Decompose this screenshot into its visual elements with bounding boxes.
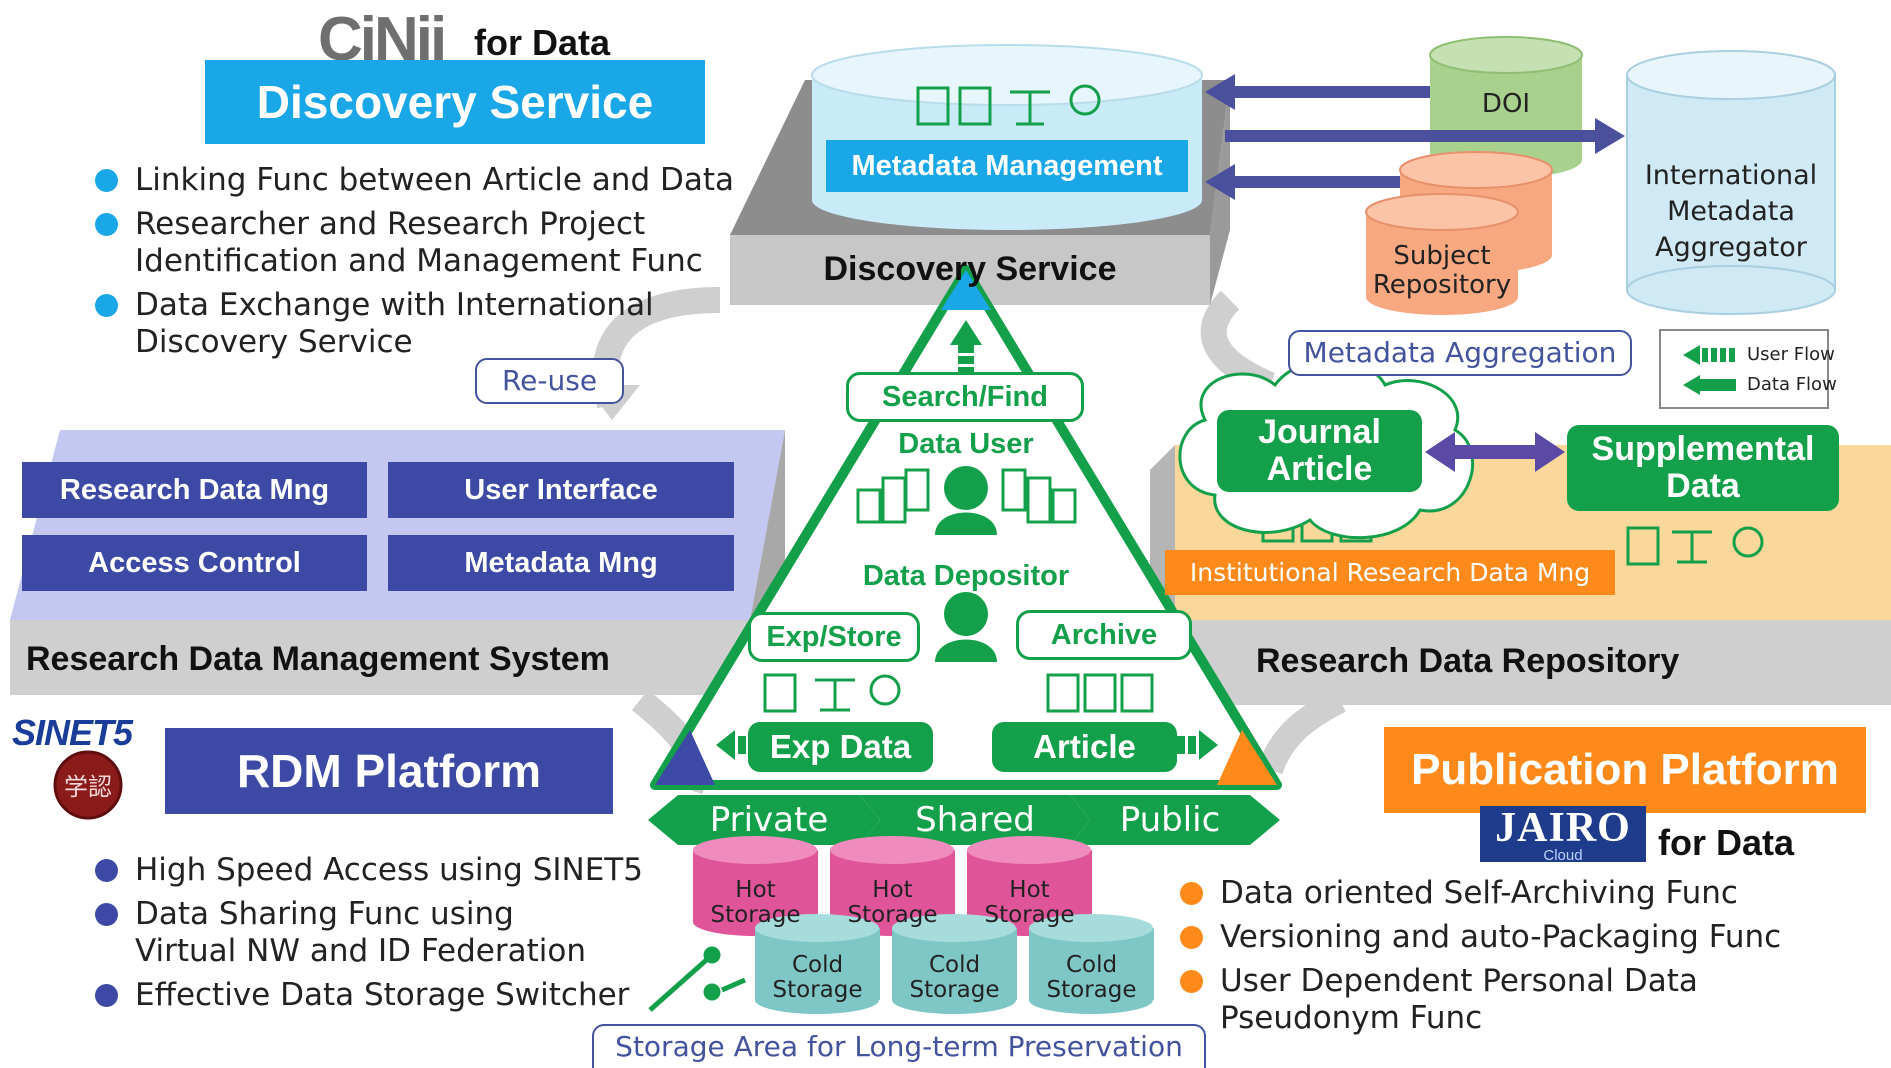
cinii-bullet: Linking Func between Article and Data bbox=[95, 162, 735, 199]
cold-storage-cylinders bbox=[755, 914, 1154, 1014]
data-depositor-label: Data Depositor bbox=[862, 560, 1070, 592]
subject-repository-label: Subject Repository bbox=[1372, 241, 1512, 300]
metadata-management-banner: Metadata Management bbox=[826, 140, 1188, 192]
journal-article-box: Journal Article bbox=[1217, 410, 1422, 492]
pub-bullet: Versioning and auto-Packaging Func bbox=[1180, 919, 1860, 956]
storage-area-callout: Storage Area for Long-term Preservation bbox=[592, 1024, 1206, 1068]
exp-data-pill: Exp Data bbox=[748, 722, 933, 772]
data-user-person-icon bbox=[935, 466, 997, 535]
journal-supplemental-arrow bbox=[1425, 432, 1565, 472]
legend-box bbox=[1659, 329, 1829, 409]
cold-storage-label: Cold Storage bbox=[1046, 952, 1137, 1004]
hot-storage-label: Hot Storage bbox=[984, 877, 1075, 929]
zone-private-label: Private bbox=[709, 800, 829, 840]
metadata-cylinder bbox=[811, 44, 1203, 230]
cinii-bullet: Data Exchange with International Discove… bbox=[95, 287, 735, 361]
repository-slab-label: Research Data Repository bbox=[1256, 642, 1680, 680]
sinet5-logo: SINET5 bbox=[12, 712, 133, 753]
rdm-bullet: Effective Data Storage Switcher bbox=[95, 977, 655, 1014]
hot-storage-cylinders bbox=[693, 836, 1092, 936]
flow-arrowheads bbox=[1205, 74, 1625, 200]
cinii-bullet: Researcher and Research Project Identifi… bbox=[95, 206, 735, 280]
intl-aggregator-cylinder bbox=[1626, 50, 1836, 315]
cinii-bullet-list: Linking Func between Article and Data Re… bbox=[95, 162, 735, 368]
intl-aggregator-label: International Metadata Aggregator bbox=[1644, 160, 1818, 263]
jairo-suffix: for Data bbox=[1658, 822, 1795, 863]
gakunin-seal-label: 学認 bbox=[64, 773, 112, 801]
cold-storage-label: Cold Storage bbox=[909, 952, 1000, 1004]
rdms-slab-label: Research Data Management System bbox=[26, 640, 610, 678]
pub-bullet-list: Data oriented Self-Archiving Func Versio… bbox=[1180, 875, 1860, 1044]
article-arrow-icon bbox=[1177, 730, 1218, 760]
doc-scale-icons-exp bbox=[763, 673, 901, 713]
data-user-label: Data User bbox=[898, 428, 1034, 460]
doc-scale-icons-metadata bbox=[916, 84, 1101, 126]
storage-switch-icon bbox=[648, 946, 746, 1012]
doi-label: DOI bbox=[1481, 89, 1531, 119]
jairo-logo-text: JAIRO bbox=[1495, 805, 1631, 851]
flow-arrows bbox=[1225, 86, 1600, 188]
archive-callout: Archive bbox=[1016, 610, 1192, 660]
legend-data-flow-label: Data Flow bbox=[1747, 374, 1837, 395]
research-data-mng-box: Research Data Mng bbox=[22, 462, 367, 518]
pub-bullet: User Dependent Personal Data Pseudonym F… bbox=[1180, 963, 1860, 1037]
jairo-cloud-text: Cloud bbox=[1543, 847, 1583, 864]
gakunin-seal-icon bbox=[53, 750, 123, 820]
reuse-callout: Re-use bbox=[475, 358, 624, 404]
data-depositor-person-icon bbox=[935, 592, 997, 662]
hot-storage-label: Hot Storage bbox=[710, 877, 801, 929]
legend-user-flow-label: User Flow bbox=[1747, 344, 1835, 365]
hot-storage-label: Hot Storage bbox=[847, 877, 938, 929]
rdm-bullet: High Speed Access using SINET5 bbox=[95, 852, 655, 889]
building-icons-left bbox=[856, 468, 930, 524]
search-find-callout: Search/Find bbox=[846, 372, 1084, 422]
zone-shared-label: Shared bbox=[915, 800, 1035, 840]
triangle-right-cap bbox=[1217, 730, 1277, 785]
zone-band bbox=[648, 795, 1280, 845]
triangle-left-cap bbox=[655, 730, 715, 785]
user-interface-box: User Interface bbox=[388, 462, 734, 518]
cinii-suffix: for Data bbox=[474, 22, 611, 63]
doc-icons-archive bbox=[1046, 673, 1154, 713]
search-up-arrow bbox=[950, 320, 982, 373]
pub-bullet: Data oriented Self-Archiving Func bbox=[1180, 875, 1860, 912]
metadata-mng-box: Metadata Mng bbox=[388, 535, 734, 591]
rdm-bullet: Data Sharing Func using Virtual NW and I… bbox=[95, 896, 655, 970]
building-icons-right bbox=[1001, 468, 1077, 524]
cold-storage-label: Cold Storage bbox=[772, 952, 863, 1004]
rdm-platform-banner: RDM Platform bbox=[165, 728, 613, 814]
access-control-box: Access Control bbox=[22, 535, 367, 591]
exp-store-callout: Exp/Store bbox=[748, 612, 920, 662]
publication-platform-banner: Publication Platform bbox=[1384, 727, 1866, 813]
rdm-bullet-list: High Speed Access using SINET5 Data Shar… bbox=[95, 852, 655, 1021]
inst-rdm-banner: Institutional Research Data Mng bbox=[1165, 550, 1615, 595]
discovery-slab-label: Discovery Service bbox=[823, 250, 1117, 288]
jairo-logo: JAIRO Cloud bbox=[1480, 805, 1646, 864]
metadata-aggregation-callout: Metadata Aggregation bbox=[1288, 330, 1632, 376]
doc-scale-icons-supplemental bbox=[1626, 526, 1764, 566]
cinii-banner: Discovery Service bbox=[205, 60, 705, 144]
supplemental-data-box: Supplemental Data bbox=[1567, 425, 1839, 511]
article-pill: Article bbox=[992, 722, 1177, 772]
zone-public-label: Public bbox=[1119, 800, 1221, 840]
subject-repo-cylinders bbox=[1365, 151, 1553, 315]
triangle-top-cap bbox=[941, 270, 991, 310]
